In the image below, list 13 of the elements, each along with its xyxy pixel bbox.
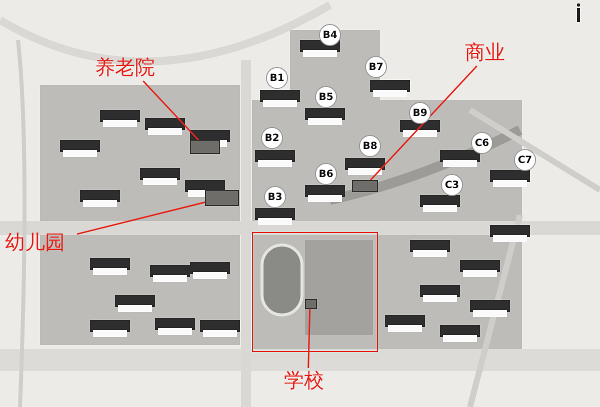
callout-label: 学校 xyxy=(284,368,332,394)
school-site-outline xyxy=(252,232,378,352)
plan-building xyxy=(305,299,317,309)
plan-building xyxy=(205,190,239,206)
callout-label: 商业 xyxy=(465,40,513,66)
leader-line xyxy=(76,202,206,235)
callout-label: 养老院 xyxy=(95,55,167,81)
plan-building xyxy=(190,140,220,154)
leader-line xyxy=(370,65,478,181)
callout-label: 幼儿园 xyxy=(5,230,77,256)
leader-line xyxy=(308,308,311,368)
plan-building xyxy=(352,180,378,192)
leader-line xyxy=(142,80,199,141)
